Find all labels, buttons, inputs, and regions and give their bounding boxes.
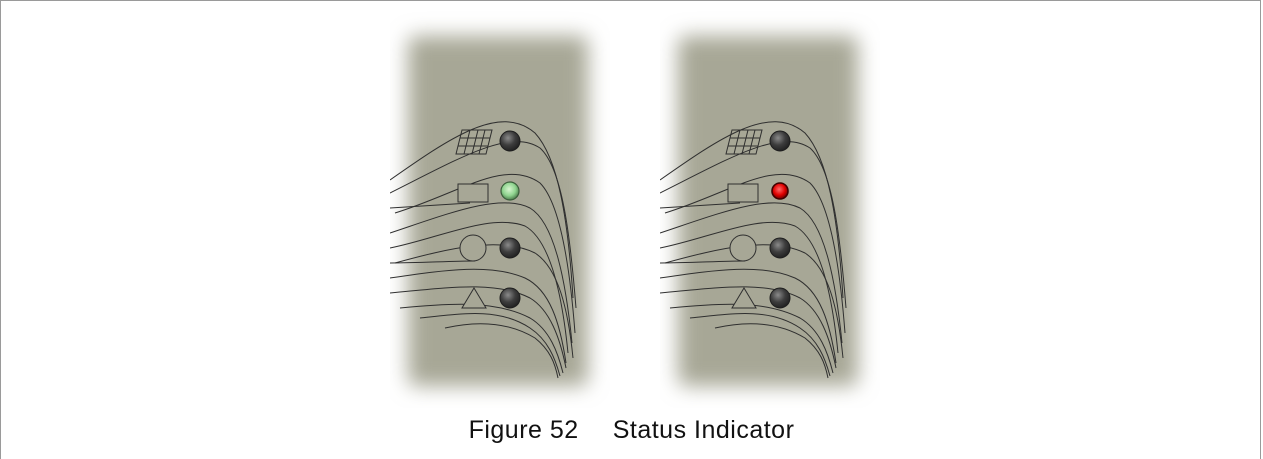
panel-left-drawing bbox=[390, 36, 588, 386]
circle-icon bbox=[729, 234, 757, 262]
panel-background bbox=[408, 36, 588, 386]
rectangle-icon bbox=[457, 183, 489, 203]
circle-icon bbox=[459, 234, 487, 262]
rectangle-status-led-red bbox=[771, 182, 789, 200]
panel-right-drawing bbox=[660, 36, 858, 386]
rectangle-icon bbox=[727, 183, 759, 203]
panel-background bbox=[678, 36, 858, 386]
figure-caption: Figure 52 Status Indicator bbox=[0, 416, 1263, 445]
circle-status-led bbox=[769, 237, 791, 259]
grid-icon bbox=[455, 129, 493, 155]
triangle-icon bbox=[731, 287, 757, 309]
status-panel-left bbox=[390, 8, 610, 408]
figure-title: Status Indicator bbox=[612, 416, 795, 444]
panel-curves bbox=[390, 121, 577, 379]
panel-curves bbox=[660, 121, 847, 379]
status-panel-right bbox=[660, 8, 880, 408]
grid-icon bbox=[725, 129, 763, 155]
triangle-icon bbox=[461, 287, 487, 309]
triangle-status-led bbox=[499, 287, 521, 309]
circle-status-led bbox=[499, 237, 521, 259]
figure-number: Figure 52 bbox=[468, 416, 579, 444]
rectangle-status-led-green bbox=[500, 181, 520, 201]
grid-status-led bbox=[769, 130, 791, 152]
triangle-status-led bbox=[769, 287, 791, 309]
grid-status-led bbox=[499, 130, 521, 152]
